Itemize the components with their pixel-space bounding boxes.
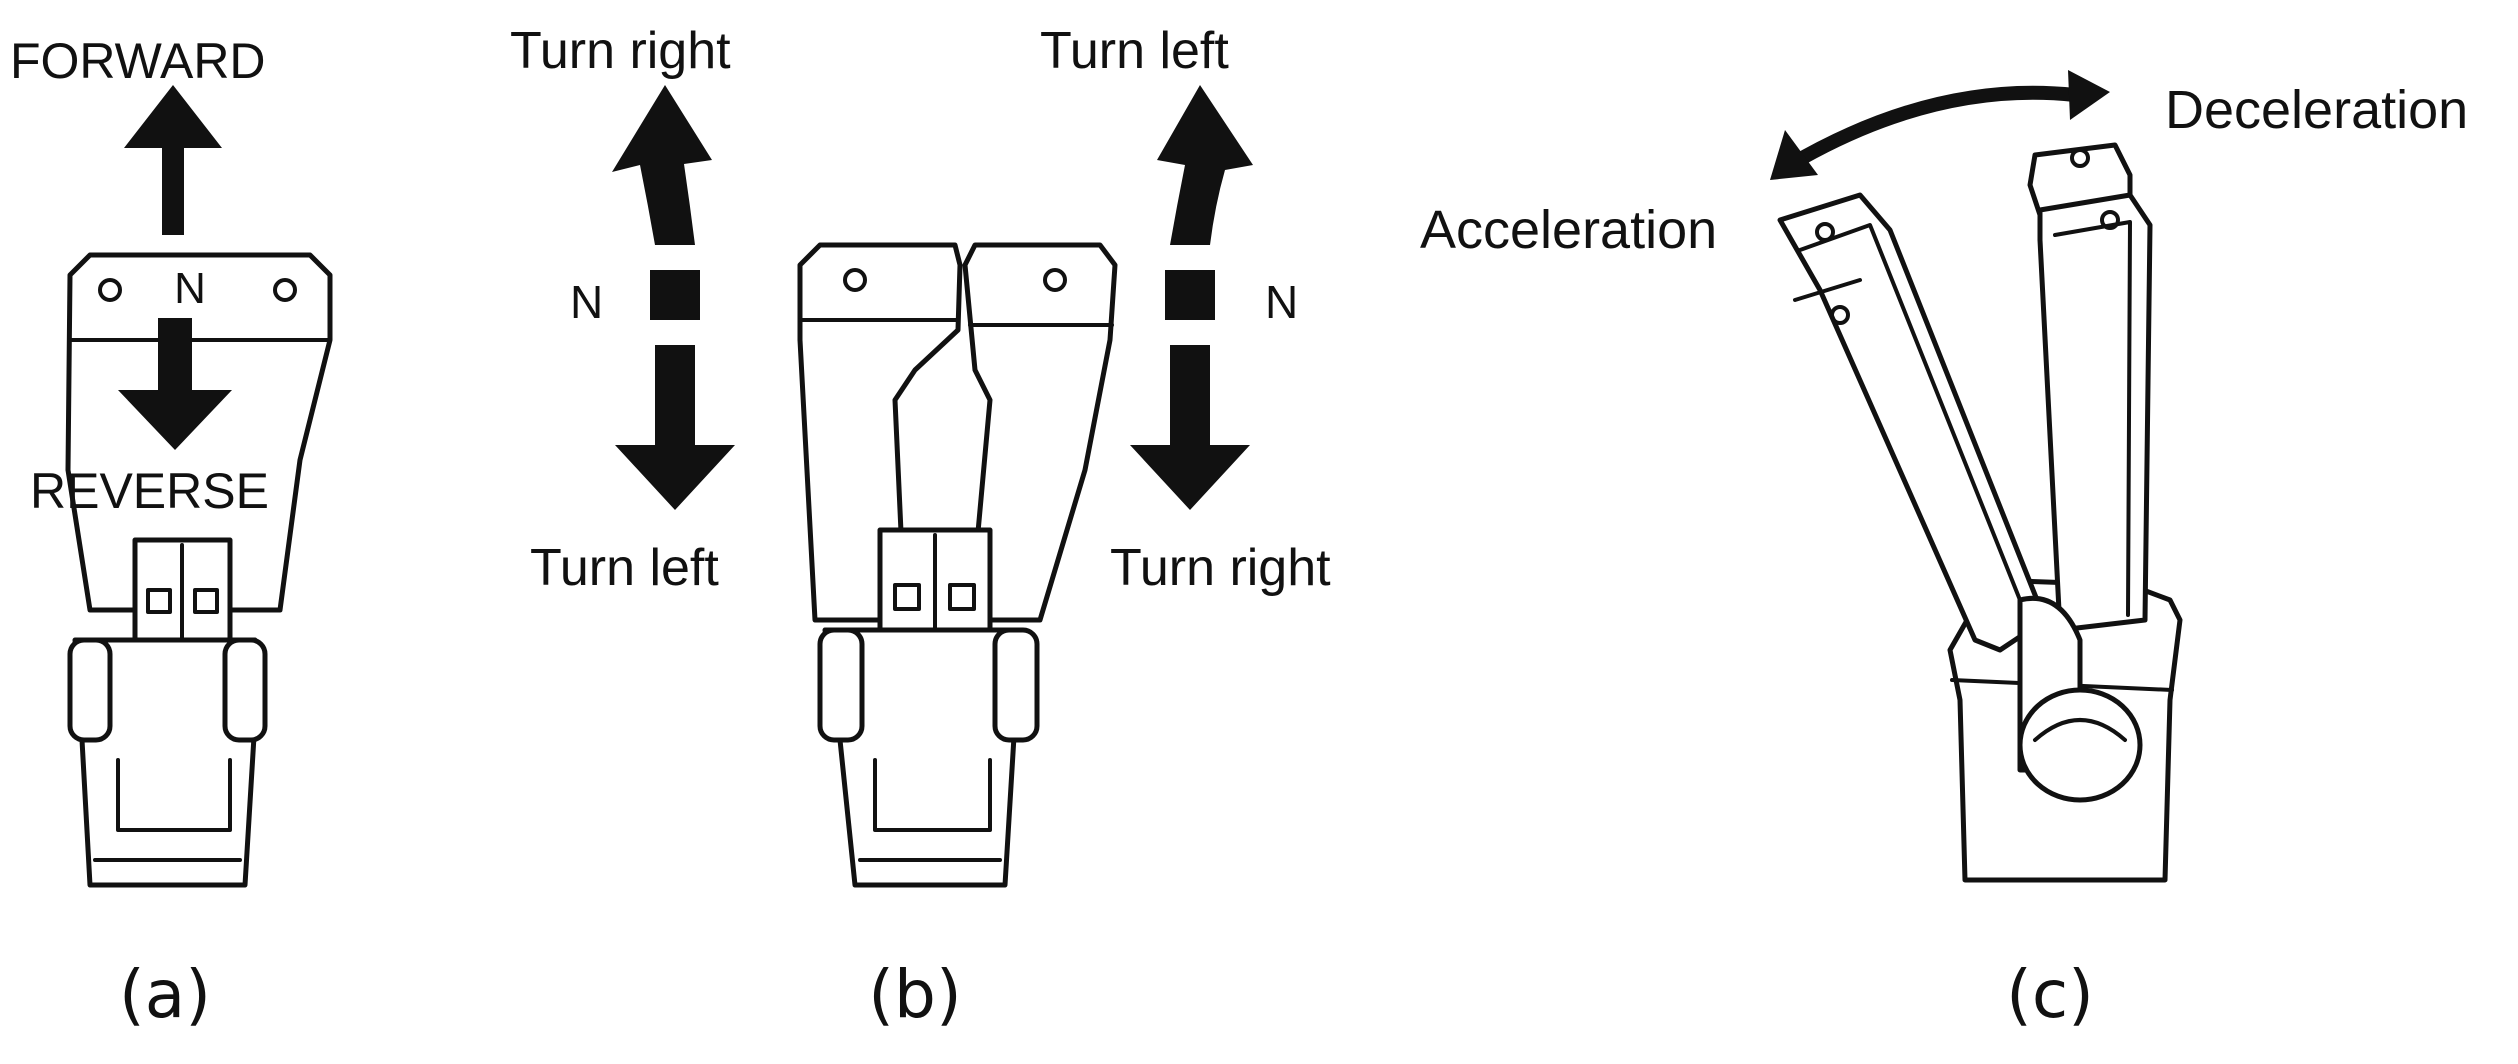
panel-b-right-lever xyxy=(962,242,1118,623)
panel-c-acceleration-label: Acceleration xyxy=(1420,200,1717,260)
panel-b-left-bottom-label: Turn left xyxy=(530,539,719,597)
panel-a-reverse-arrow xyxy=(118,318,232,450)
panel-b-left-up-arrow xyxy=(612,85,712,245)
panel-a-base-slot xyxy=(116,758,232,832)
panel-b-left-bolt xyxy=(843,268,867,292)
panel-a-indicator-mark-1 xyxy=(146,588,172,614)
panel-c-upright-lever xyxy=(2037,192,2153,633)
panel-a-neutral-label: N xyxy=(174,264,206,313)
panel-b: Turn right N Turn left Turn left N Turn … xyxy=(510,22,1331,1033)
panel-b-left-top-label: Turn right xyxy=(510,22,731,80)
panel-b-right-up-arrow xyxy=(1157,85,1253,245)
panel-b-indicator-mark-2 xyxy=(948,583,976,611)
panel-c: Acceleration Deceleration (c) xyxy=(1420,70,2468,1033)
panel-b-left-neutral-label: N xyxy=(570,276,603,328)
panel-c-tilted-lever-bolt-1 xyxy=(1815,222,1835,242)
panel-a: FORWARD N REVERSE (a) xyxy=(10,33,333,1033)
panel-c-caption: (c) xyxy=(2006,956,2094,1033)
panel-b-left-neutral-block xyxy=(650,270,700,320)
panel-c-deceleration-label: Deceleration xyxy=(2165,80,2468,140)
panel-b-left-down-arrow xyxy=(615,345,735,510)
panel-b-hub-right xyxy=(992,627,1040,743)
panel-a-forward-arrow xyxy=(124,85,222,235)
panel-b-base-slot xyxy=(873,758,992,832)
panel-c-arrowhead-deceleration xyxy=(2068,70,2110,120)
panel-b-right-down-arrow xyxy=(1130,345,1250,510)
panel-c-upright-lever-back-bolt xyxy=(2070,148,2090,168)
panel-b-caption: (b) xyxy=(868,956,961,1033)
panel-b-right-top-label: Turn left xyxy=(1040,22,1229,80)
panel-c-upright-lever-bolt xyxy=(2100,210,2120,230)
panel-b-left-lever xyxy=(797,242,963,623)
panel-c-pivot-knob-edge xyxy=(2033,718,2127,742)
panel-a-hub-right xyxy=(222,637,268,743)
panel-a-bolt-left xyxy=(98,278,122,302)
panel-a-hub-left xyxy=(67,637,113,743)
panel-c-arrowhead-acceleration xyxy=(1770,130,1818,180)
panel-a-forward-label: FORWARD xyxy=(10,33,266,89)
panel-a-indicator-mark-2 xyxy=(193,588,219,614)
panel-c-tilted-lever-bolt-2 xyxy=(1830,305,1850,325)
panel-c-tilted-lever xyxy=(1777,192,2048,653)
panel-a-reverse-label: REVERSE xyxy=(30,463,269,519)
panel-a-caption: (a) xyxy=(119,956,211,1033)
panel-b-indicator-mark-1 xyxy=(893,583,921,611)
panel-b-right-neutral-block xyxy=(1165,270,1215,320)
panel-b-hub-left xyxy=(817,627,865,743)
panel-a-lever-body xyxy=(65,252,333,613)
panel-c-pivot-knob xyxy=(2017,687,2143,803)
panel-a-bolt-right xyxy=(273,278,297,302)
panel-b-right-neutral-label: N xyxy=(1265,276,1298,328)
panel-b-right-bolt xyxy=(1043,268,1067,292)
panel-b-right-bottom-label: Turn right xyxy=(1110,539,1331,597)
panel-c-upright-lever-ridge xyxy=(2053,220,2132,617)
panel-c-tilted-lever-notch xyxy=(1793,278,1862,302)
panel-c-swing-arc xyxy=(1783,85,2082,172)
